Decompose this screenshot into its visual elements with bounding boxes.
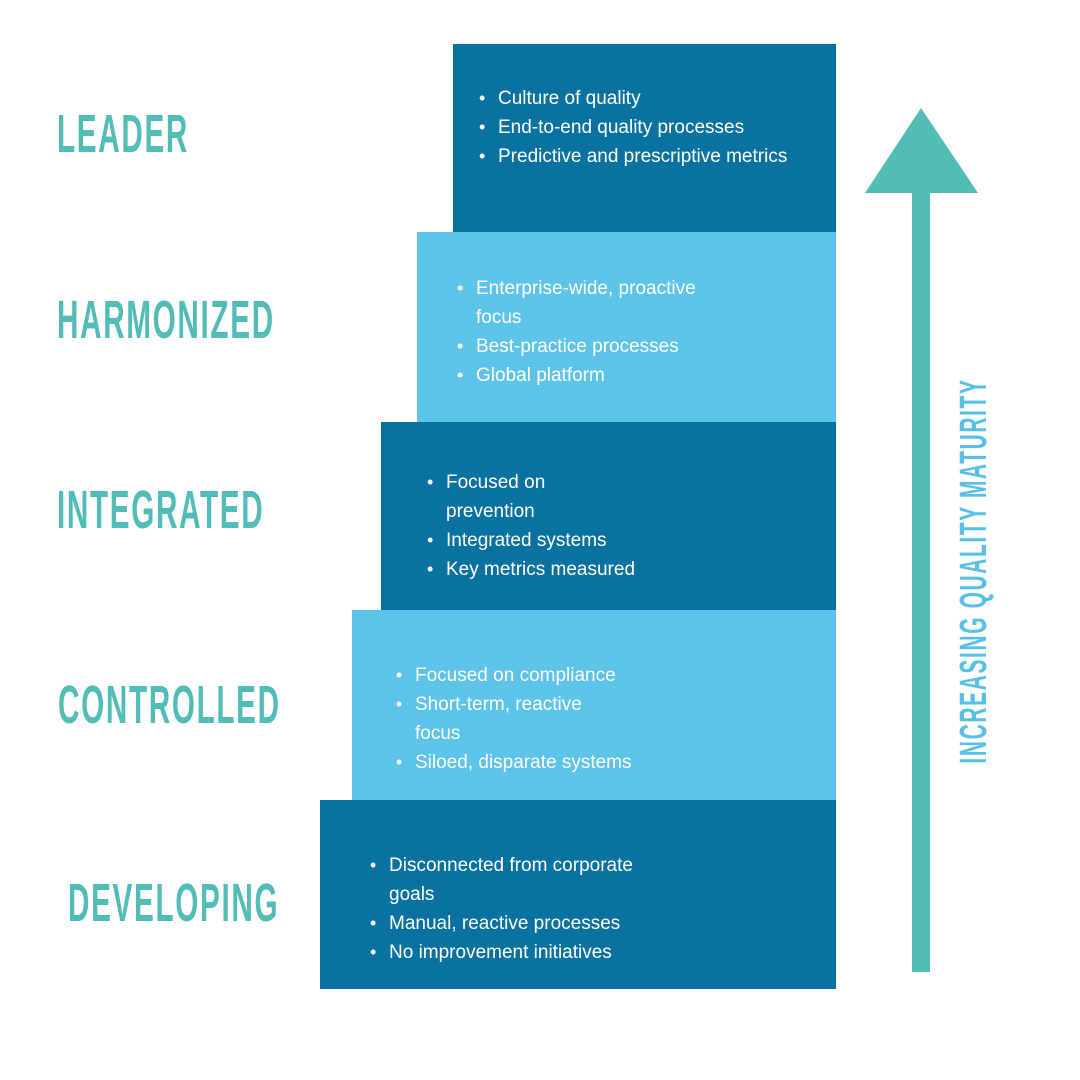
bullet-item: Siloed, disparate systems [394, 748, 744, 777]
bullet-item: Focused on prevention [425, 468, 775, 526]
level-label-developing: DEVELOPING [68, 873, 280, 933]
level-box-integrated: Focused on prevention Integrated systems… [381, 422, 836, 610]
bullet-list: Culture of quality End-to-end quality pr… [477, 84, 827, 171]
level-label-integrated: INTEGRATED [57, 480, 265, 540]
bullet-item: Global platform [455, 361, 805, 390]
bullet-list: Enterprise-wide, proactive focus Best-pr… [455, 274, 805, 390]
up-arrow-icon [865, 108, 978, 972]
bullet-item: Key metrics measured [425, 555, 775, 584]
level-box-leader: Culture of quality End-to-end quality pr… [453, 44, 836, 232]
bullet-list: Focused on compliance Short-term, reacti… [394, 661, 744, 777]
level-label-harmonized: HARMONIZED [57, 290, 275, 350]
bullet-list: Focused on prevention Integrated systems… [425, 468, 775, 584]
bullet-item: Focused on compliance [394, 661, 744, 690]
bullet-item: Manual, reactive processes [368, 909, 718, 938]
bullet-item: No improvement initiatives [368, 938, 718, 967]
level-box-developing: Disconnected from corporate goals Manual… [320, 800, 836, 989]
bullet-item: End-to-end quality processes [477, 113, 827, 142]
bullet-list: Disconnected from corporate goals Manual… [368, 851, 718, 967]
bullet-item: Short-term, reactive focus [394, 690, 744, 748]
bullet-item: Integrated systems [425, 526, 775, 555]
level-box-harmonized: Enterprise-wide, proactive focus Best-pr… [417, 232, 836, 422]
bullet-item: Disconnected from corporate goals [368, 851, 718, 909]
bullet-item: Best-practice processes [455, 332, 805, 361]
bullet-item: Culture of quality [477, 84, 827, 113]
arrow-caption: INCREASING QUALITY MATURITY [953, 378, 995, 764]
level-label-leader: LEADER [57, 104, 190, 164]
bullet-item: Predictive and prescriptive metrics [477, 142, 827, 171]
level-label-controlled: CONTROLLED [58, 675, 281, 735]
level-box-controlled: Focused on compliance Short-term, reacti… [352, 610, 836, 800]
bullet-item: Enterprise-wide, proactive focus [455, 274, 805, 332]
